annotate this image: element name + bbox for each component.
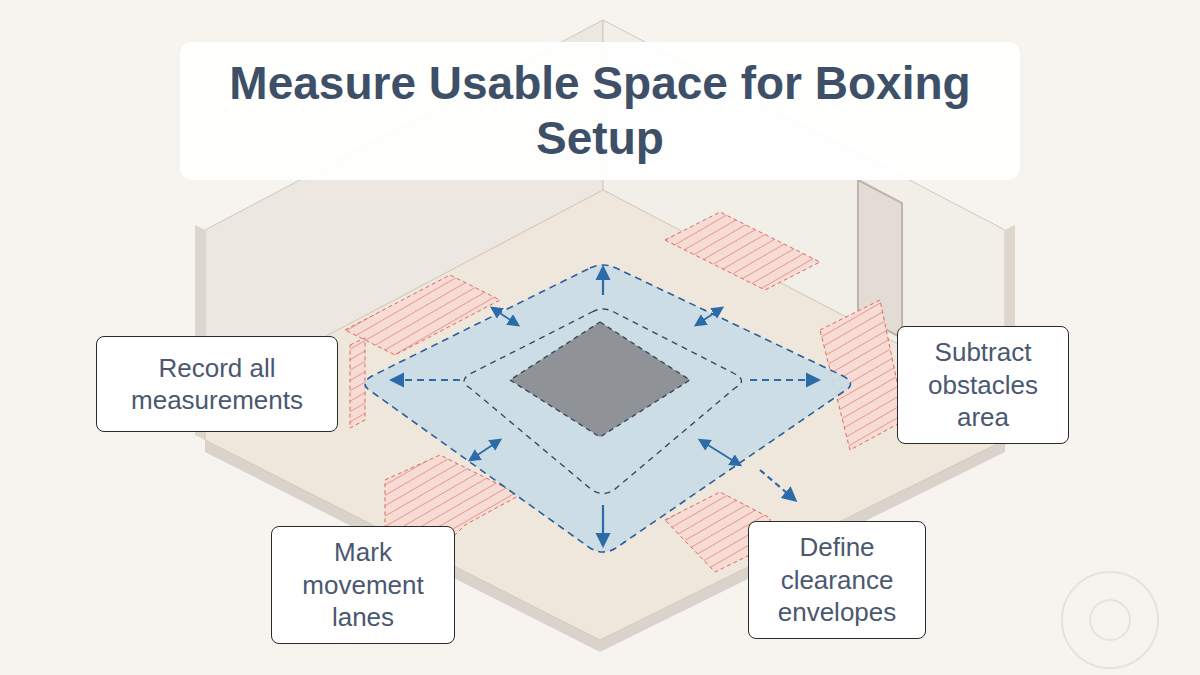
expand-arrow — [602, 268, 604, 295]
callout-box: Subtract obstacles area — [897, 326, 1069, 444]
callout-box: Mark movement lanes — [271, 526, 455, 644]
clearance-envelope — [365, 265, 851, 552]
obstacle-zone — [665, 212, 820, 290]
expand-arrow — [760, 470, 795, 500]
expand-arrow — [602, 505, 604, 545]
callout-box: Define clearance envelopes — [748, 521, 926, 639]
title-banner: Measure Usable Space for Boxing Setup — [180, 42, 1020, 180]
expand-arrow — [392, 379, 460, 381]
callout-text: Define clearance envelopes — [761, 531, 913, 629]
watermark-logo — [1062, 572, 1158, 668]
expand-arrow — [750, 379, 818, 381]
obstacle-zone — [350, 338, 365, 428]
watermark-logo — [1090, 600, 1130, 640]
callout-text: Subtract obstacles area — [910, 336, 1056, 434]
callout-box: Record all measurements — [96, 336, 338, 432]
clearance-arrow — [492, 308, 518, 325]
clearance-arrow — [470, 440, 500, 460]
callout-text: Record all measurements — [109, 352, 325, 417]
bag-footprint — [510, 322, 690, 437]
movement-lane — [464, 309, 742, 494]
clearance-arrow — [700, 440, 740, 465]
callout-text: Mark movement lanes — [284, 536, 442, 634]
clearance-arrow — [696, 308, 722, 325]
